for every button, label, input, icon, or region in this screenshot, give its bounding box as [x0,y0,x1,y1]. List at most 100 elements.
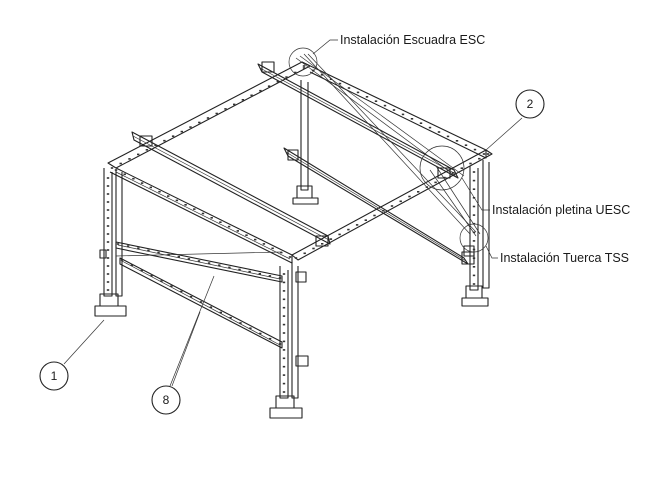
perforation-hole [106,225,110,227]
perforation-hole [469,162,472,165]
perforation-hole [167,253,170,256]
perforation-hole [228,266,231,269]
perforation-hole [460,167,463,169]
detail-circle-pletina [419,145,465,191]
perforation-hole [106,209,110,211]
balloon-2-number: 2 [527,97,534,111]
perforation-hole [219,221,222,223]
perforation-hole [106,201,110,203]
perforation-hole [302,67,306,69]
front-left-post [94,168,127,317]
back-right-post [461,160,490,307]
perforation-hole [267,85,271,87]
brackets [139,61,475,257]
perforation-hole [106,249,110,251]
perforation-hole [472,179,476,182]
perforation-hole [258,272,261,275]
perforation-hole [167,195,170,197]
top-back-beam [301,61,487,159]
front-right-post [269,262,303,419]
perforation-hole [245,234,248,236]
perforation-hole [189,126,192,128]
perforation-hole [355,224,359,226]
perforation-hole [472,188,476,190]
perforation-hole [276,80,279,83]
perforation-hole [199,301,203,303]
perforation-hole [110,167,114,169]
perforation-hole [224,108,227,110]
perforation-hole [446,135,450,138]
leader-balloon-8a [169,275,215,387]
perforation-hole [425,186,429,188]
perforation-hole [114,169,118,171]
perforation-hole [106,177,110,179]
perforation-hole [238,268,241,271]
perforation-hole [282,306,286,309]
perforation-hole [443,176,446,179]
perforation-hole [106,217,110,219]
perforation-hole [312,247,315,250]
perforation-hole [347,228,350,231]
perforation-hole [106,233,110,235]
perforation-hole [294,257,298,259]
perforation-hole [311,69,315,72]
perforation-hole [390,205,394,207]
perforation-hole [158,190,161,193]
callout-escuadra: Instalación Escuadra ESC [340,33,485,47]
leader-balloon-8b [171,311,201,387]
perforation-hole [106,193,110,195]
perforation-hole [472,248,476,251]
purlin-front [131,131,331,245]
perforation-hole [472,214,476,216]
perforation-hole [338,82,342,85]
perforation-hole [282,298,286,301]
perforation-hole [119,162,122,165]
callout-pletina: Instalación pletina UESC [492,203,630,217]
leader-balloon-2 [485,117,523,151]
perforation-hole [437,131,441,133]
perforation-hole [106,241,110,243]
leader-escuadra [312,39,338,55]
perforation-hole [282,349,286,351]
perforation-hole [282,281,286,284]
perforation-hole [472,283,476,285]
perforation-hole [140,182,144,184]
perforation-hole [193,208,196,210]
perforation-hole [282,357,286,360]
perforation-hole [472,274,476,277]
leader-balloon-1 [63,319,105,365]
perforation-hole [472,171,476,173]
perforation-hole [464,144,468,146]
perforation-hole [259,332,262,335]
perforation-hole [382,209,385,212]
perforation-hole [472,266,476,268]
perforation-hole [140,269,143,272]
perforation-hole [154,144,157,147]
perforation-hole [478,157,481,160]
perforation-hole [419,122,423,124]
perforation-hole [201,212,205,215]
perforation-hole [150,274,153,277]
perforation-hole [356,91,360,94]
leader-tuerca [485,245,498,259]
perforation-hole [120,259,124,261]
back-left-post [292,80,319,205]
perforation-hole [106,281,110,283]
perforation-hole [302,65,306,67]
perforation-hole [282,391,286,393]
balloon-8-number: 8 [163,393,170,407]
perforation-hole [147,249,150,252]
perforation-hole [106,265,110,267]
perforation-hole [236,230,239,232]
perforation-hole [233,103,236,106]
perforation-hole [171,135,175,137]
perforation-hole [132,177,135,180]
roof-diagonal-braces [295,53,481,237]
perforation-hole [374,100,378,102]
perforation-hole [137,247,140,249]
balloon-1: 1 [39,361,69,391]
perforation-hole [106,273,110,275]
perforation-hole [175,199,179,202]
perforation-hole [338,233,341,236]
